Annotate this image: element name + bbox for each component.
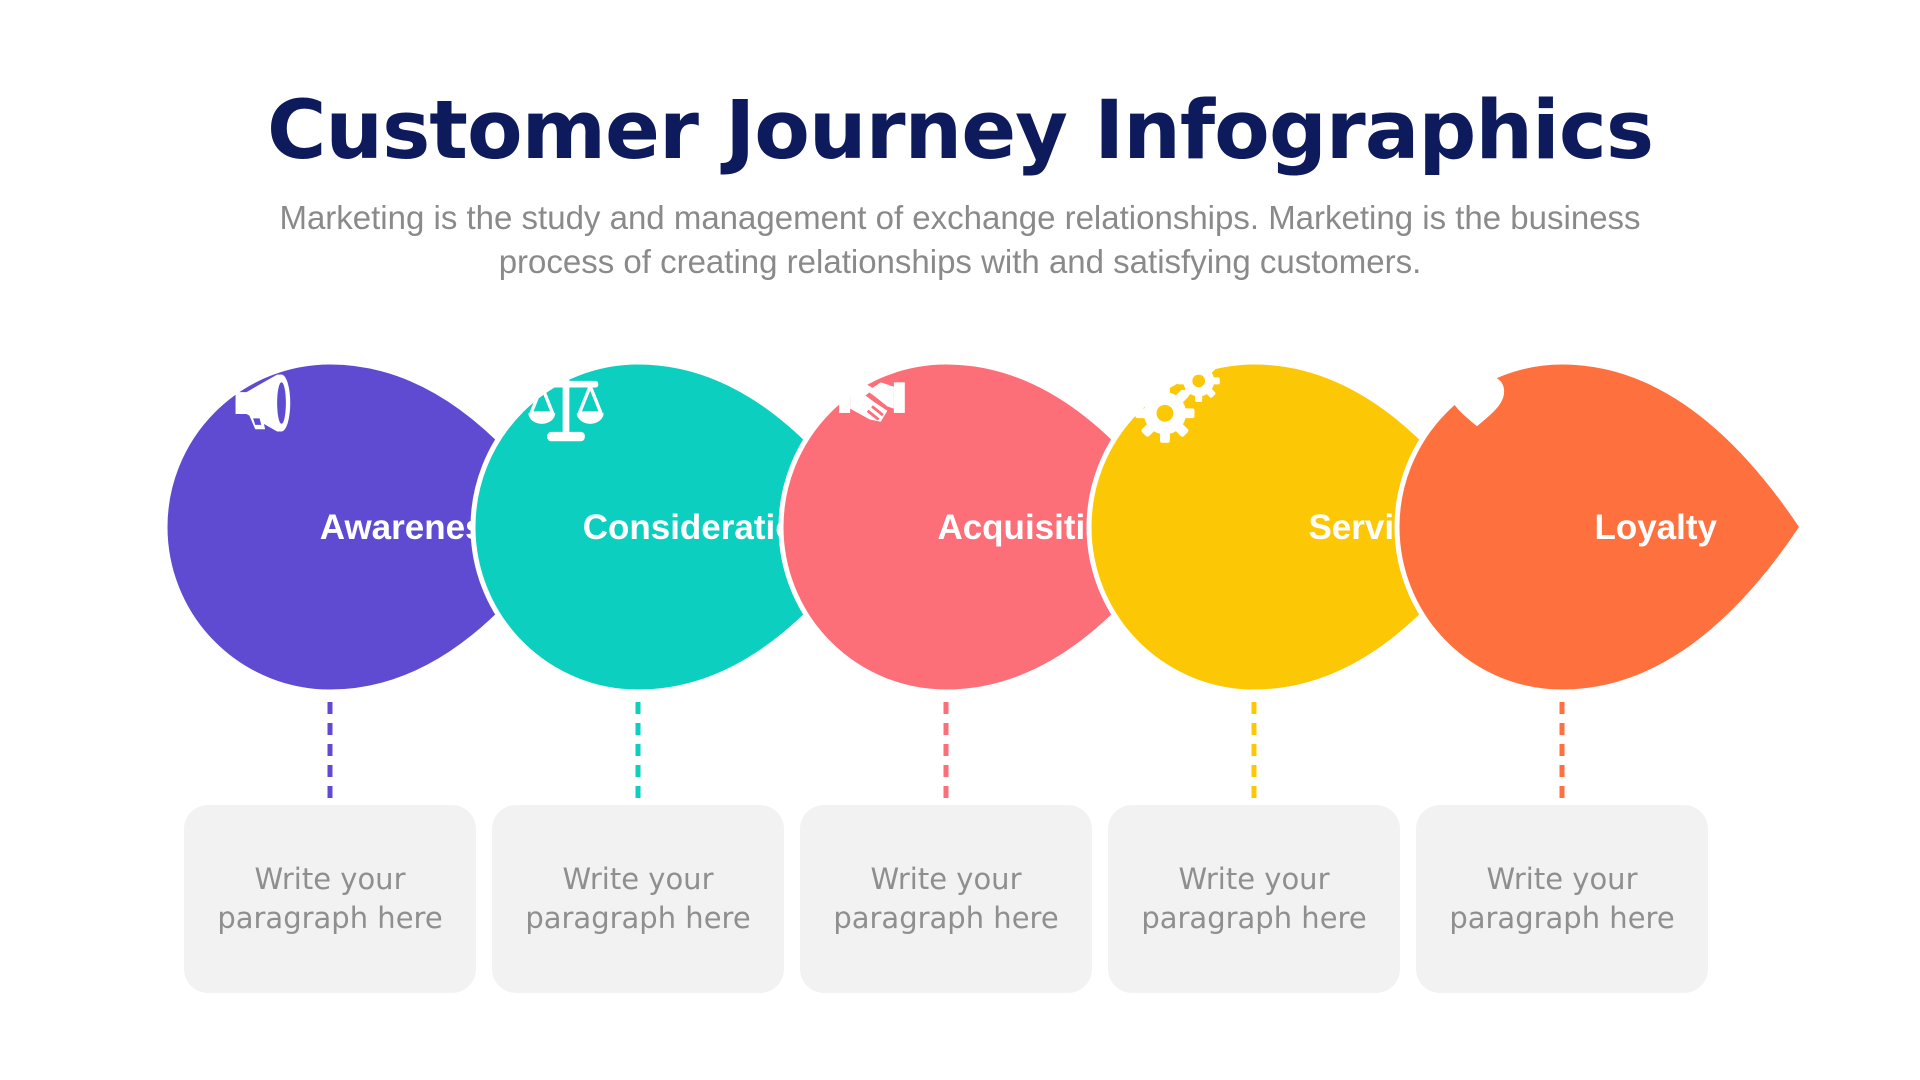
- paragraph-text: Write your paragraph here: [1141, 862, 1367, 935]
- stage-loyalty: Loyalty: [1394, 359, 1805, 805]
- paragraph-text: Write your paragraph here: [1449, 862, 1675, 935]
- stage-label: Loyalty: [1594, 508, 1717, 547]
- paragraph-text: Write your paragraph here: [833, 862, 1059, 935]
- stage-shape: [1394, 359, 1805, 695]
- paragraph-card-consideration: Write your paragraph here: [492, 805, 784, 993]
- paragraph-card-loyalty: Write your paragraph here: [1416, 805, 1708, 993]
- paragraph-card-service: Write your paragraph here: [1108, 805, 1400, 993]
- paragraph-card-acquisition: Write your paragraph here: [800, 805, 1092, 993]
- page-subtitle: Marketing is the study and management of…: [279, 199, 1641, 280]
- stage-consideration: Consideration: [470, 359, 881, 805]
- paragraph-text: Write your paragraph here: [217, 862, 443, 935]
- paragraph-card-awareness: Write your paragraph here: [184, 805, 476, 993]
- paragraph-text: Write your paragraph here: [525, 862, 751, 935]
- page-title: Customer Journey Infographics: [266, 84, 1654, 178]
